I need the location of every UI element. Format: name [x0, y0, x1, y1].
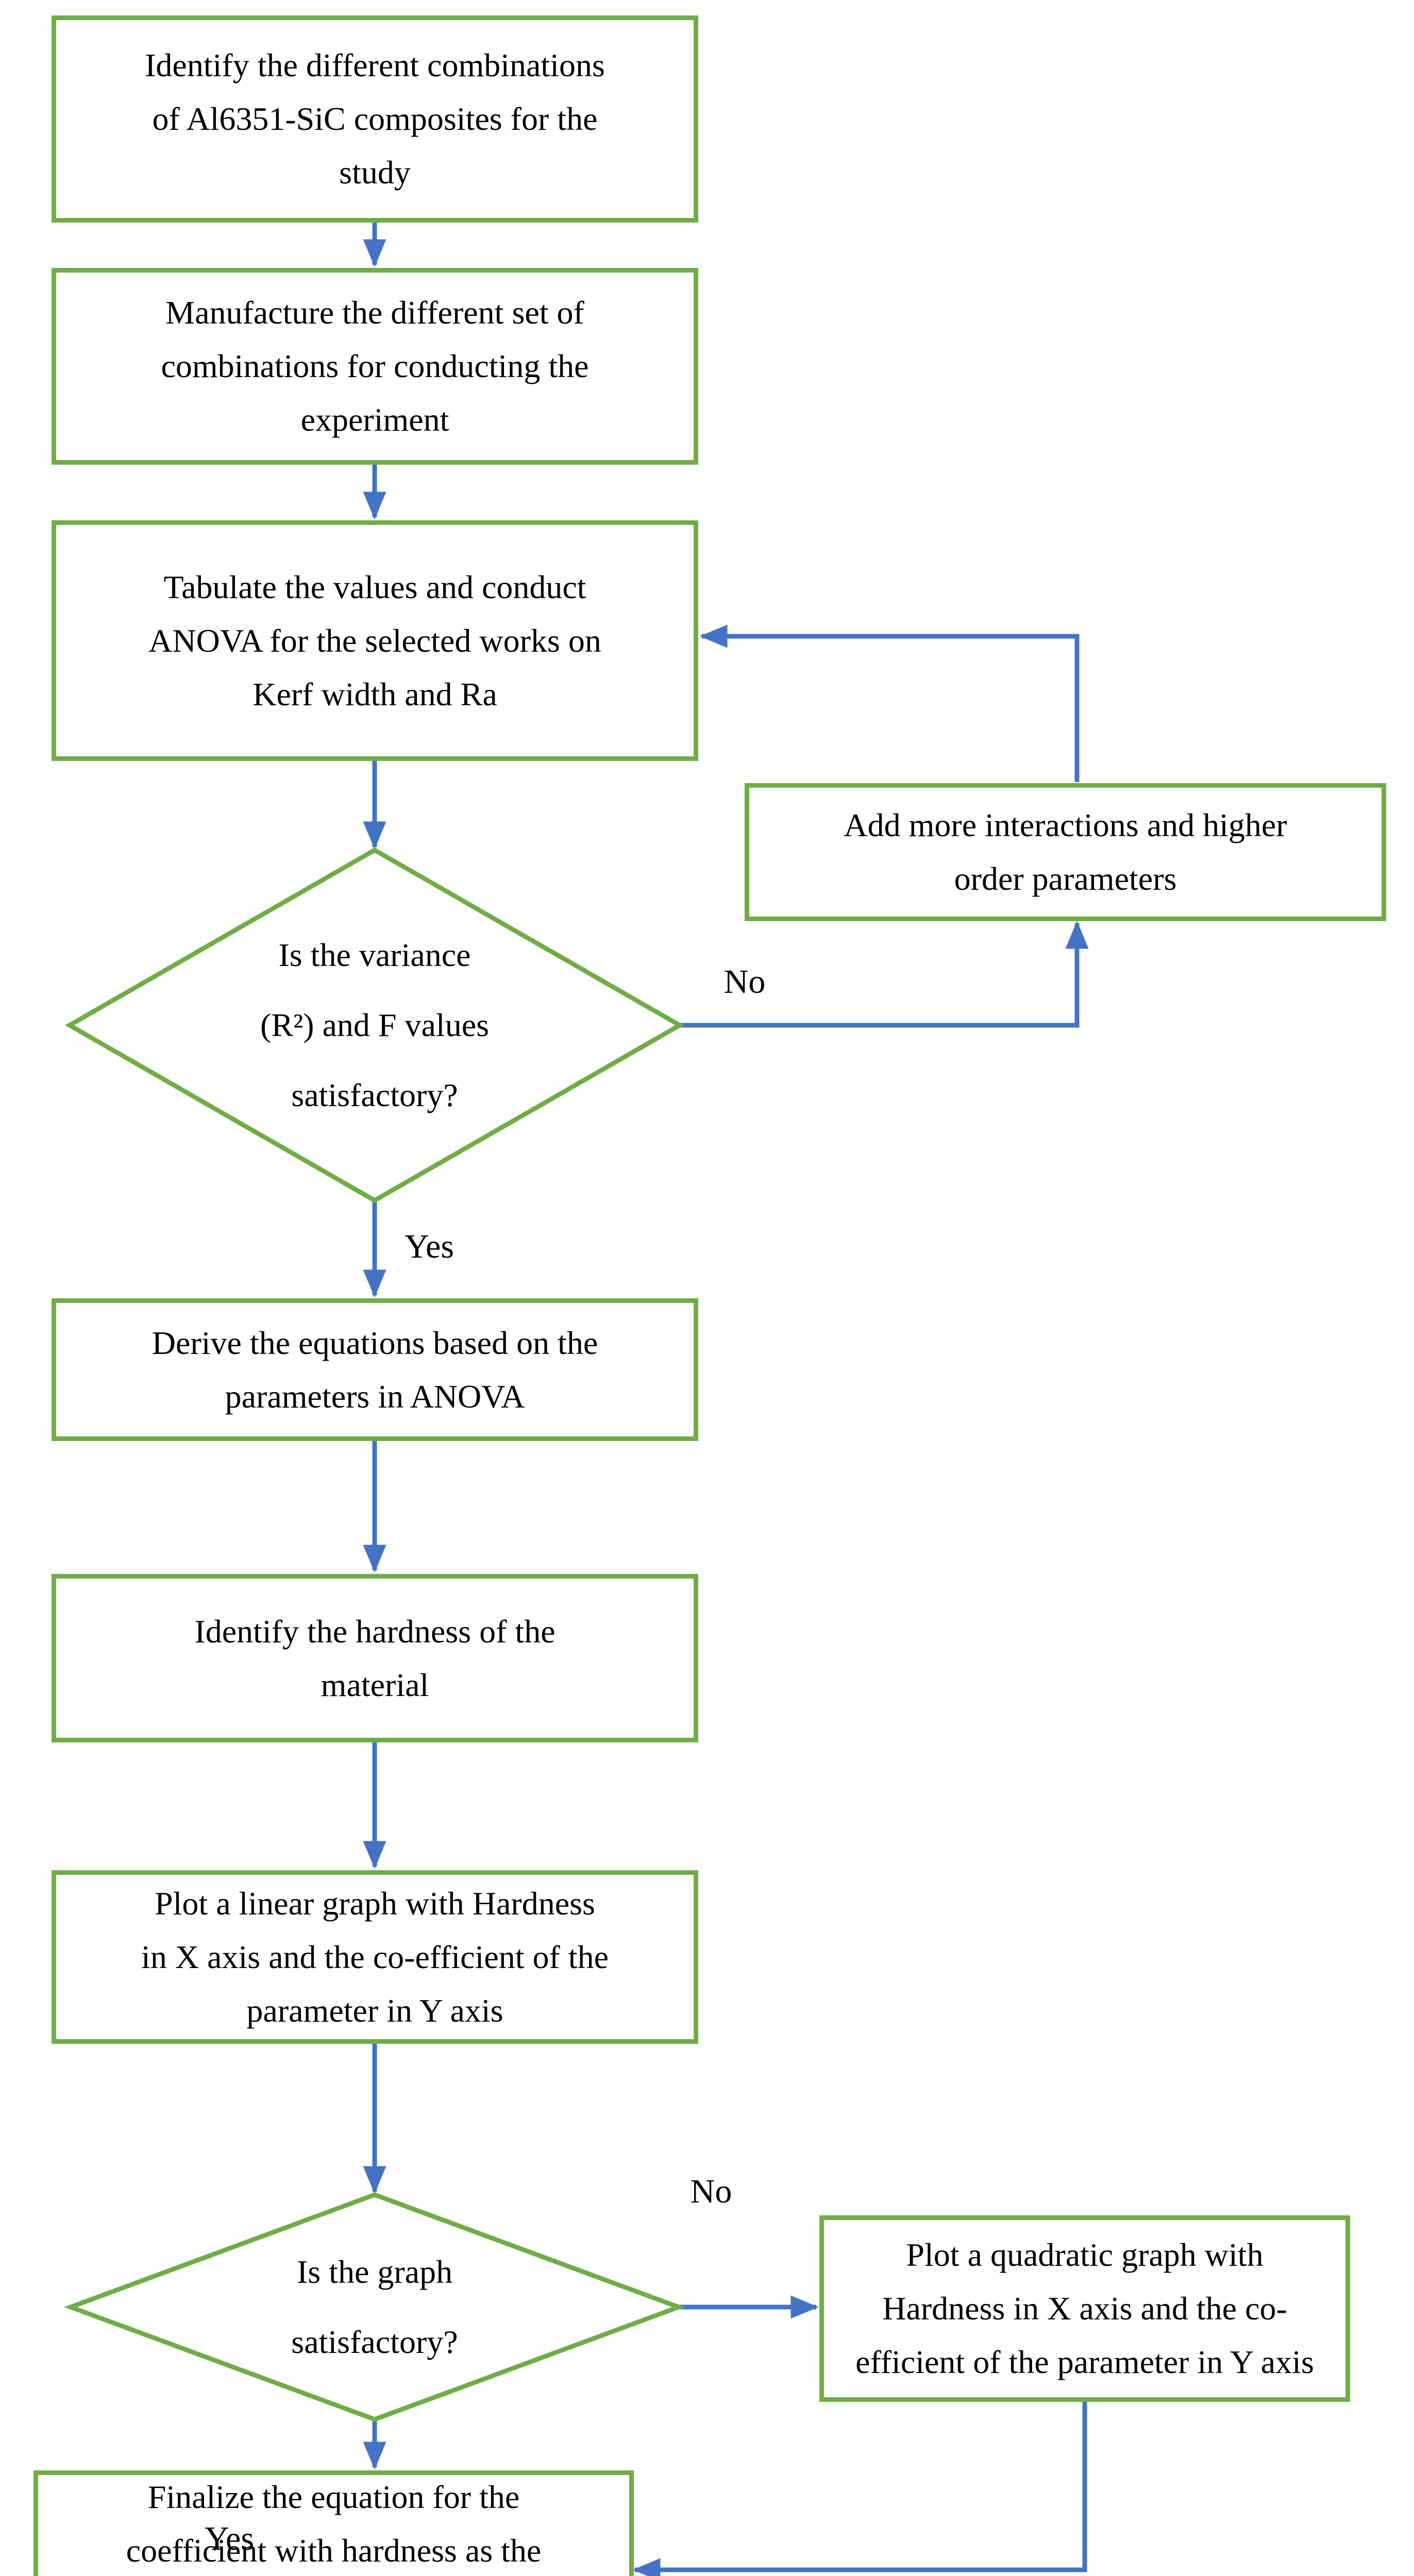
branch-label-variance-no: No — [723, 963, 766, 1001]
step-identify-hardness: Identify the hardness of the material — [52, 1574, 698, 1742]
decision-variance-label: Is the variance (R²) and F values satisf… — [260, 937, 489, 1113]
step-tabulate-anova: Tabulate the values and conduct ANOVA fo… — [52, 520, 698, 761]
step-manufacture-combinations: Manufacture the different set of combina… — [52, 268, 698, 465]
branch-label-graph-no: No — [690, 2173, 732, 2210]
step-identify-combinations: Identify the different combinations of A… — [52, 15, 698, 223]
step-add-more-interactions: Add more interactions and higher order p… — [745, 783, 1386, 921]
decision-graph-label: Is the graph satisfactory? — [291, 2253, 458, 2360]
decision-variance-shape — [64, 847, 685, 1204]
arrow-variance-no-to-add-more — [680, 921, 1089, 1028]
arrow-plot-quadratic-to-finalize — [632, 2402, 1087, 2576]
branch-label-variance-yes: Yes — [404, 1228, 454, 1265]
step-derive-equations: Derive the equations based on the parame… — [52, 1298, 698, 1441]
arrow-add-more-back-to-tabulate — [699, 624, 1080, 782]
step-finalize-equation: Finalize the equation for the coefficien… — [33, 2470, 634, 2576]
step-plot-quadratic-graph: Plot a quadratic graph with Hardness in … — [819, 2215, 1350, 2402]
decision-graph-shape — [64, 2192, 685, 2422]
step-plot-linear-graph: Plot a linear graph with Hardness in X a… — [52, 1870, 698, 2044]
branch-label-graph-yes: Yes — [204, 2520, 255, 2557]
